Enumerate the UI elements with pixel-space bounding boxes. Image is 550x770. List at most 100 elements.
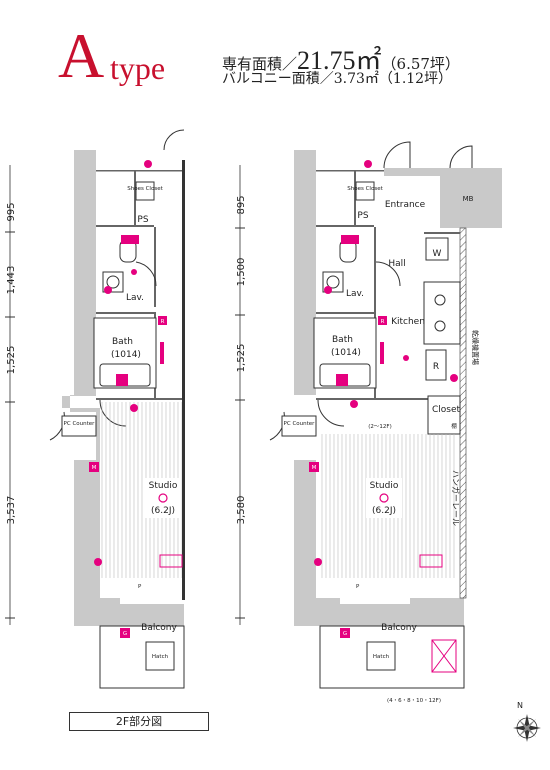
kitchen-counter: [423, 281, 461, 345]
mark-g-std: G: [343, 631, 347, 637]
hanger-rail-label: ハンガーレール: [451, 470, 461, 526]
shoes-closet-std-label: Shoes Closet: [347, 186, 383, 192]
ps-2f-label: PS: [137, 215, 148, 225]
mb-label: MB: [463, 195, 474, 203]
outlet-std-3: [450, 374, 458, 382]
exclusive-area: 専有面積／21.75㎡（6.57坪）: [222, 40, 460, 77]
window-std-gap: [340, 598, 410, 604]
bath-2f-label: Bath: [112, 337, 133, 347]
mark-g-2f-box: [120, 628, 130, 638]
closet-std: [427, 395, 461, 435]
ceiling-light-std: [379, 493, 389, 503]
balcony-area-value: 3.73㎡: [333, 71, 379, 87]
wall-2f-lav-top: [96, 225, 154, 227]
wall-std-lav-top: [316, 225, 374, 227]
door-arc-std-entrance: [383, 141, 411, 169]
aircon-2f: [159, 554, 183, 568]
window-2f-gap: [120, 598, 184, 604]
wall-std-top: [384, 168, 502, 176]
outlet-std-1: [324, 286, 332, 294]
window-frame-2f: [182, 160, 185, 600]
wall-std-kitchen: [424, 232, 460, 234]
studio-2f-size: (6.2J): [151, 506, 175, 516]
dimension-line-std: [235, 165, 245, 625]
hall-label: Hall: [388, 259, 405, 269]
ceiling-light-2f: [158, 493, 168, 503]
exclusive-area-value: 21.75㎡: [297, 46, 382, 75]
floor-note: (2～12F): [368, 424, 391, 430]
compass-north: N: [517, 701, 523, 710]
wall-2f-lav-side: [154, 227, 156, 307]
light-2f-1: [130, 404, 138, 412]
bath-std-size: (1014): [331, 348, 361, 358]
door-arc-2f-lav: [135, 261, 157, 287]
studio-label-bg-std: [366, 478, 402, 518]
lav-std-label: Lav.: [346, 289, 364, 299]
door-arc-std-mb: [449, 145, 473, 169]
shoes-closet-2f: [135, 181, 155, 201]
washer-label: W: [433, 249, 442, 259]
shoes-closet-2f-label: Shoes Closet: [127, 186, 163, 192]
hatch-2f: [145, 641, 175, 671]
outlet-std-4: [314, 558, 322, 566]
caption-2f-partial: 2F部分図: [69, 712, 209, 731]
lav-basin-2f: [106, 275, 120, 289]
fan-std: [341, 235, 359, 244]
bath-2f: [93, 317, 157, 389]
sensor-std-1: [364, 160, 372, 168]
bath-control-2f: [116, 374, 128, 386]
balcony-area-tsubo: （1.12坪）: [378, 71, 453, 87]
wall-std-bath-top: [316, 312, 376, 314]
hatch-alt-std: [431, 639, 457, 673]
dim-2f-3: 1,525: [6, 346, 17, 375]
exclusive-area-label: 専有面積／: [222, 55, 298, 73]
balcony-2f: [99, 625, 185, 689]
balcony-2f-label: Balcony: [141, 623, 177, 633]
hatch-alt-cross-2: [431, 639, 457, 673]
washer-box: [425, 237, 449, 261]
lav-basin-std: [326, 275, 340, 289]
wall-std-inner-top: [316, 170, 384, 172]
type-letter: A: [58, 20, 105, 91]
studio-2f-label: Studio: [149, 481, 178, 491]
plan-standard: 895 1,500 1,525 3,580 Shoes Closet PS En…: [235, 141, 502, 704]
pc-counter-2f: [61, 415, 97, 437]
mark-p-std: P: [356, 584, 360, 590]
fridge-box: [425, 349, 447, 381]
plan-2f: 995 1,443 1,525 3,537 Shoes Closet PS: [5, 129, 185, 689]
kitchen-label: Kitchen: [391, 317, 425, 327]
lav-2f-label: Lav.: [126, 293, 144, 303]
type-word: type: [110, 50, 166, 86]
balcony-area: バルコニー面積／3.73㎡（1.12坪）: [222, 68, 452, 88]
wall-std-shoes: [354, 170, 356, 225]
balcony-note: (4・6・8・10・12F): [387, 698, 441, 704]
dim-std-1: 895: [236, 195, 247, 214]
hatch-2f-label: Hatch: [152, 654, 169, 660]
wall-2f-lower: [74, 460, 96, 600]
balcony-area-label: バルコニー面積／: [222, 71, 334, 87]
mark-m-std-box: [309, 462, 319, 472]
mark-r-std: R: [381, 319, 385, 325]
exclusive-area-tsubo: （6.57坪）: [381, 55, 460, 73]
pc-counter-2f-label: PC Counter: [64, 421, 96, 427]
dim-2f-4: 3,537: [6, 496, 17, 525]
closet-label: Closet: [432, 405, 461, 415]
wall-std-right: [459, 227, 467, 599]
studio-label-bg-2f: [145, 478, 181, 518]
bath-2f-size: (1014): [111, 350, 141, 360]
wall-std-studio-top: [316, 398, 460, 400]
door-arc-std-lav: [375, 261, 401, 287]
outlet-2f-1: [131, 269, 137, 275]
balcony-std-label: Balcony: [381, 623, 417, 633]
shoes-closet-std: [355, 181, 375, 201]
dim-2f-2: 1,443: [6, 266, 17, 295]
outlet-2f-3: [94, 558, 102, 566]
mark-r-2f: R: [161, 319, 165, 325]
mark-r-2f-box: [158, 316, 167, 325]
pc-counter-std-label: PC Counter: [284, 421, 316, 427]
stove-2: [434, 320, 446, 332]
outlet-2f-2: [104, 286, 112, 294]
dim-std-4: 3,580: [236, 496, 247, 525]
dim-2f-1: 995: [6, 202, 17, 221]
mark-m-2f-box: [89, 462, 99, 472]
